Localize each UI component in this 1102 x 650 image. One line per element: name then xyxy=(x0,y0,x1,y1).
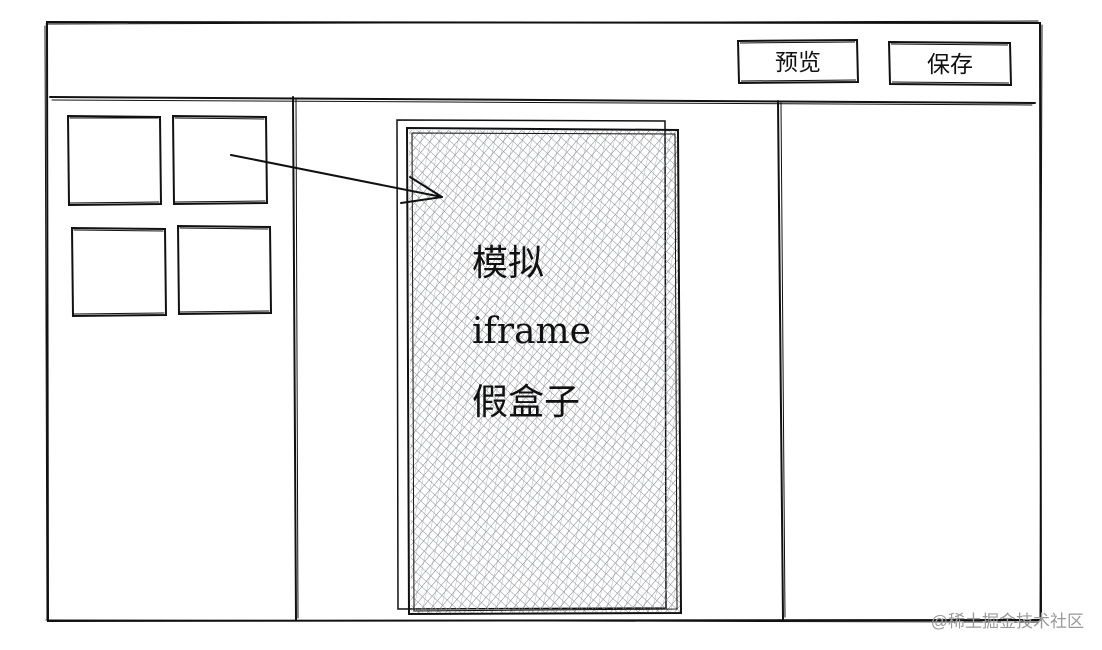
save-button[interactable]: 保存 xyxy=(887,40,1013,87)
mock-iframe-label-line2: iframe xyxy=(472,311,591,352)
window-frame xyxy=(44,20,1043,623)
right-panel-divider xyxy=(777,100,786,620)
drag-arrow xyxy=(230,154,443,204)
watermark-text: @稀土掘金技术社区 xyxy=(931,612,1084,631)
component-tile[interactable] xyxy=(171,114,269,206)
left-panel-divider xyxy=(292,96,299,621)
preview-button[interactable]: 预览 xyxy=(736,38,860,85)
mock-iframe-hatch xyxy=(409,130,680,613)
component-tile[interactable] xyxy=(66,114,163,207)
preview-button-label: 预览 xyxy=(775,50,821,76)
mock-iframe-box[interactable]: 模拟 iframe 假盒子 xyxy=(396,119,683,616)
header-divider xyxy=(49,96,1036,106)
mock-iframe-label-line3: 假盒子 xyxy=(472,382,580,423)
component-tile[interactable] xyxy=(176,224,273,316)
component-tile[interactable] xyxy=(70,226,168,318)
mock-iframe-label-line1: 模拟 xyxy=(472,243,544,284)
component-palette xyxy=(66,114,273,318)
save-button-label: 保存 xyxy=(927,52,973,78)
